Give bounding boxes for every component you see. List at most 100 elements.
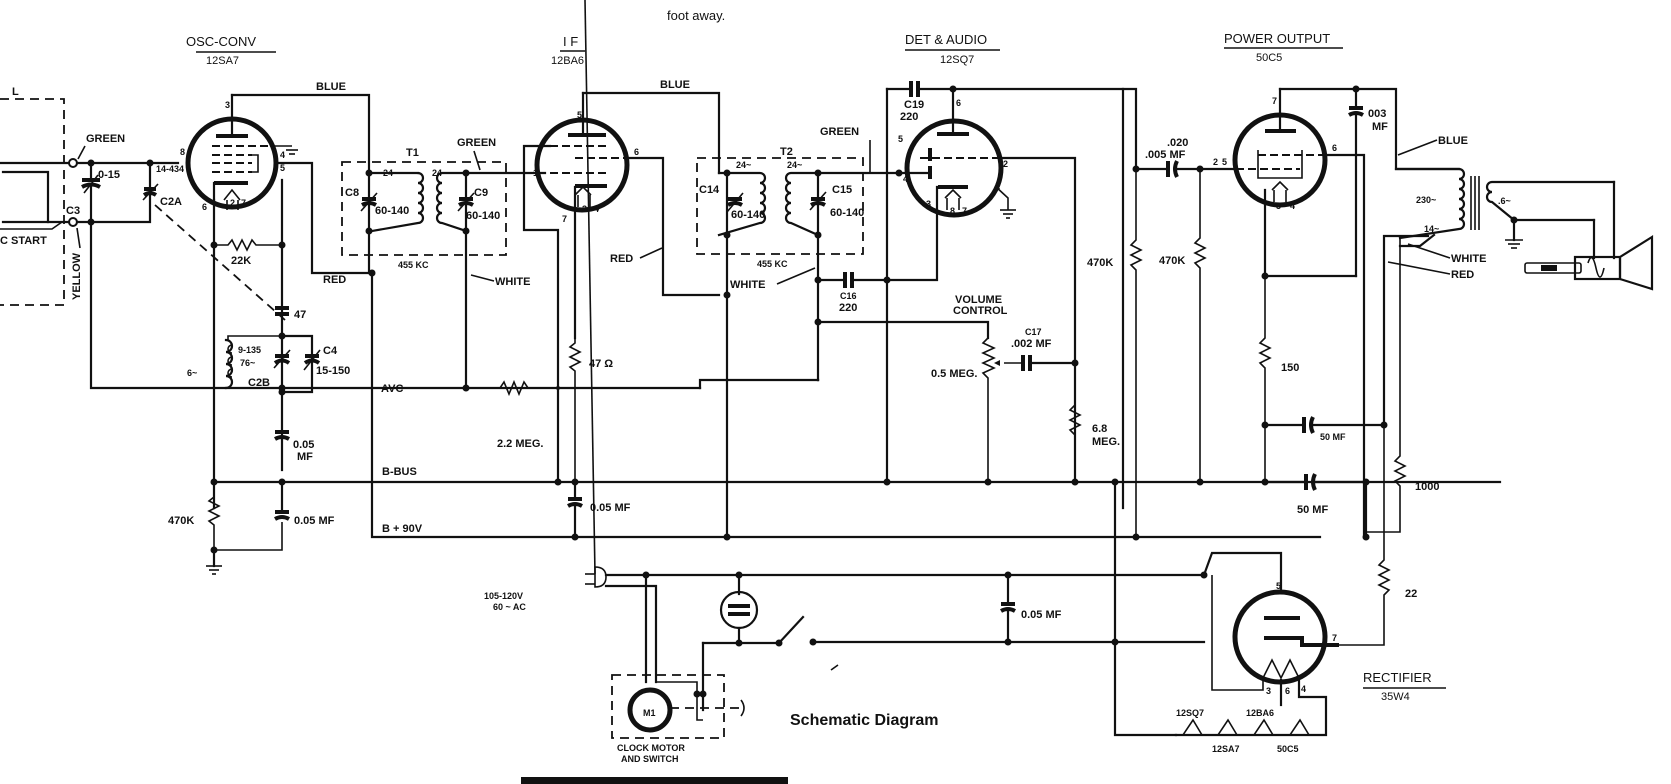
r-avc-value: 2.2 MEG. (497, 438, 543, 450)
r-150-value: 150 (1281, 362, 1299, 374)
page-rule (521, 777, 788, 784)
c16-ref: C16 (840, 291, 857, 301)
stage-tube-label: 35W4 (1381, 691, 1410, 703)
pin-label: 2 (1003, 159, 1008, 169)
pin-label: 7 (1272, 96, 1277, 106)
wire-label-red-output: RED (1451, 269, 1474, 281)
resistor-grid-470k: 470K (1159, 169, 1207, 482)
pin-label: 5 (898, 134, 903, 144)
stage-tube-label: 50C5 (1256, 52, 1282, 64)
pin-label: 7 (241, 198, 246, 208)
capacitor-c16: C16 220 (816, 272, 889, 314)
r-1000-value: 1000 (1415, 481, 1439, 493)
c-coupling-value-old: .020 (1167, 137, 1188, 149)
resistor-grid-leak: 6.8 MEG. (1068, 404, 1120, 448)
pin-label: 6 (202, 202, 207, 212)
capacitor-47: 47 (275, 306, 306, 321)
resistor-22k: 22K (214, 238, 282, 267)
volume-label-line1: VOLUME (955, 294, 1002, 306)
pin-label: 4 (594, 204, 599, 214)
antenna-start-label: C START (0, 235, 47, 247)
loop-label: L (12, 86, 19, 98)
pin-label: 5 (1222, 157, 1227, 167)
capacitor-c2a: 14-434 C2A (142, 164, 184, 208)
t2-secondary: 24~ (787, 160, 802, 170)
heater-label: 12SA7 (1212, 744, 1240, 754)
capacitor-tone: 003 MF (1348, 87, 1388, 278)
t1-ref: T1 (406, 147, 419, 159)
r-grid-leak-value: 6.8 (1092, 423, 1107, 435)
c47-value: 47 (294, 309, 306, 321)
stage-title-det-audio: DET & AUDIO 12SQ7 (905, 32, 1000, 66)
pilot-lamp-icon (719, 573, 759, 645)
pin-label: 6 (956, 98, 961, 108)
stage-title-rectifier: RECTIFIER 35W4 (1363, 670, 1446, 703)
r-47-value: 47 Ω (589, 358, 613, 370)
c-osc-bypass-value: 0.05 (293, 439, 314, 451)
c9-value: 60-140 (466, 210, 500, 222)
antenna-dashed-box (0, 98, 65, 306)
c2a-ref: C2A (160, 196, 182, 208)
diagram-title: Schematic Diagram (790, 712, 939, 729)
c14-value: 60-140 (731, 209, 765, 221)
pin-label: 3 (225, 100, 230, 110)
capacitor-filter2: 50 MF (1263, 473, 1368, 516)
antenna-loop: L C START (0, 86, 78, 306)
c-line-value: 0.05 MF (1021, 609, 1062, 621)
ot-secondary-value: .6~ (1498, 196, 1511, 206)
pin-label: 1 (533, 168, 538, 178)
pin-label: 4 (1290, 201, 1295, 211)
pin-label: 5 (577, 110, 582, 120)
c-coupling-value: .005 MF (1145, 149, 1186, 161)
pin-label: 7 (962, 206, 967, 216)
volume-value: 0.5 MEG. (931, 368, 977, 380)
pin-label: 3 (1276, 201, 1281, 211)
c8-value: 60-140 (375, 205, 409, 217)
c15-ref: C15 (832, 184, 852, 196)
heater-label: 12SQ7 (1176, 708, 1204, 718)
wire-label-blue-osc: BLUE (316, 81, 346, 93)
resistor-1000: 1000 (1366, 236, 1439, 533)
heater-label: 12BA6 (1246, 708, 1274, 718)
t2-ref: T2 (780, 146, 793, 158)
wire-label-green-antenna: GREEN (86, 133, 125, 145)
capacitor-coupling: .020 .005 MF (1134, 137, 1238, 178)
tube-12sa7: 3 8 4 5 6 2 7 (180, 93, 285, 212)
c4-value: 15-150 (316, 365, 350, 377)
terminal-yellow (68, 217, 78, 227)
stage-tube-label: 12SQ7 (940, 54, 974, 66)
stage-title-power-output: POWER OUTPUT 50C5 (1224, 31, 1343, 64)
pin-label: 8 (180, 147, 185, 157)
c-filter2-value: 50 MF (1297, 504, 1328, 516)
power-input-frequency: 60 ~ AC (493, 602, 526, 612)
terminal-green (68, 158, 78, 168)
stage-tube-label: 12SA7 (206, 55, 239, 67)
c16-value: 220 (839, 302, 857, 314)
capacitor-c3: 0-15 C3 (66, 161, 120, 224)
resistor-avc-2-2meg: 2.2 MEG. (490, 379, 700, 450)
c2a-value: 14-434 (156, 164, 184, 174)
resistor-150: 150 (1258, 276, 1299, 482)
pin-label: 7 (1332, 633, 1337, 643)
ganged-tuning-link (154, 204, 286, 321)
stage-title-osc-conv: OSC-CONV 12SA7 (186, 34, 276, 67)
pin-label: 7 (562, 214, 567, 224)
pin-label: 1 (995, 181, 1000, 191)
stage-title-if: I F 12BA6 (551, 34, 585, 67)
r-grid-470k-value: 470K (1159, 255, 1185, 267)
pin-label: 8 (950, 206, 955, 216)
tube-50c5: 7 6 2 5 3 4 (1213, 87, 1337, 211)
pin-label: 3 (926, 199, 931, 209)
wire-label-green-t1: GREEN (457, 137, 496, 149)
b-plus-line (370, 271, 1322, 539)
c-bplus-bypass-value: 0.05 MF (294, 515, 335, 527)
heater-string: 12SQ7 12BA6 12SA7 50C5 (1115, 708, 1326, 754)
wire-label-red-if: RED (610, 253, 633, 265)
capacitor-line: 0.05 MF (1000, 573, 1062, 644)
c-if-bypass-value: 0.05 MF (590, 502, 631, 514)
capacitor-osc-bypass: 0.05 MF (274, 430, 314, 463)
c-osc-bypass-unit: MF (297, 451, 313, 463)
pin-label: 4 (903, 174, 908, 184)
r-plate-470k-value: 470K (1087, 257, 1113, 269)
